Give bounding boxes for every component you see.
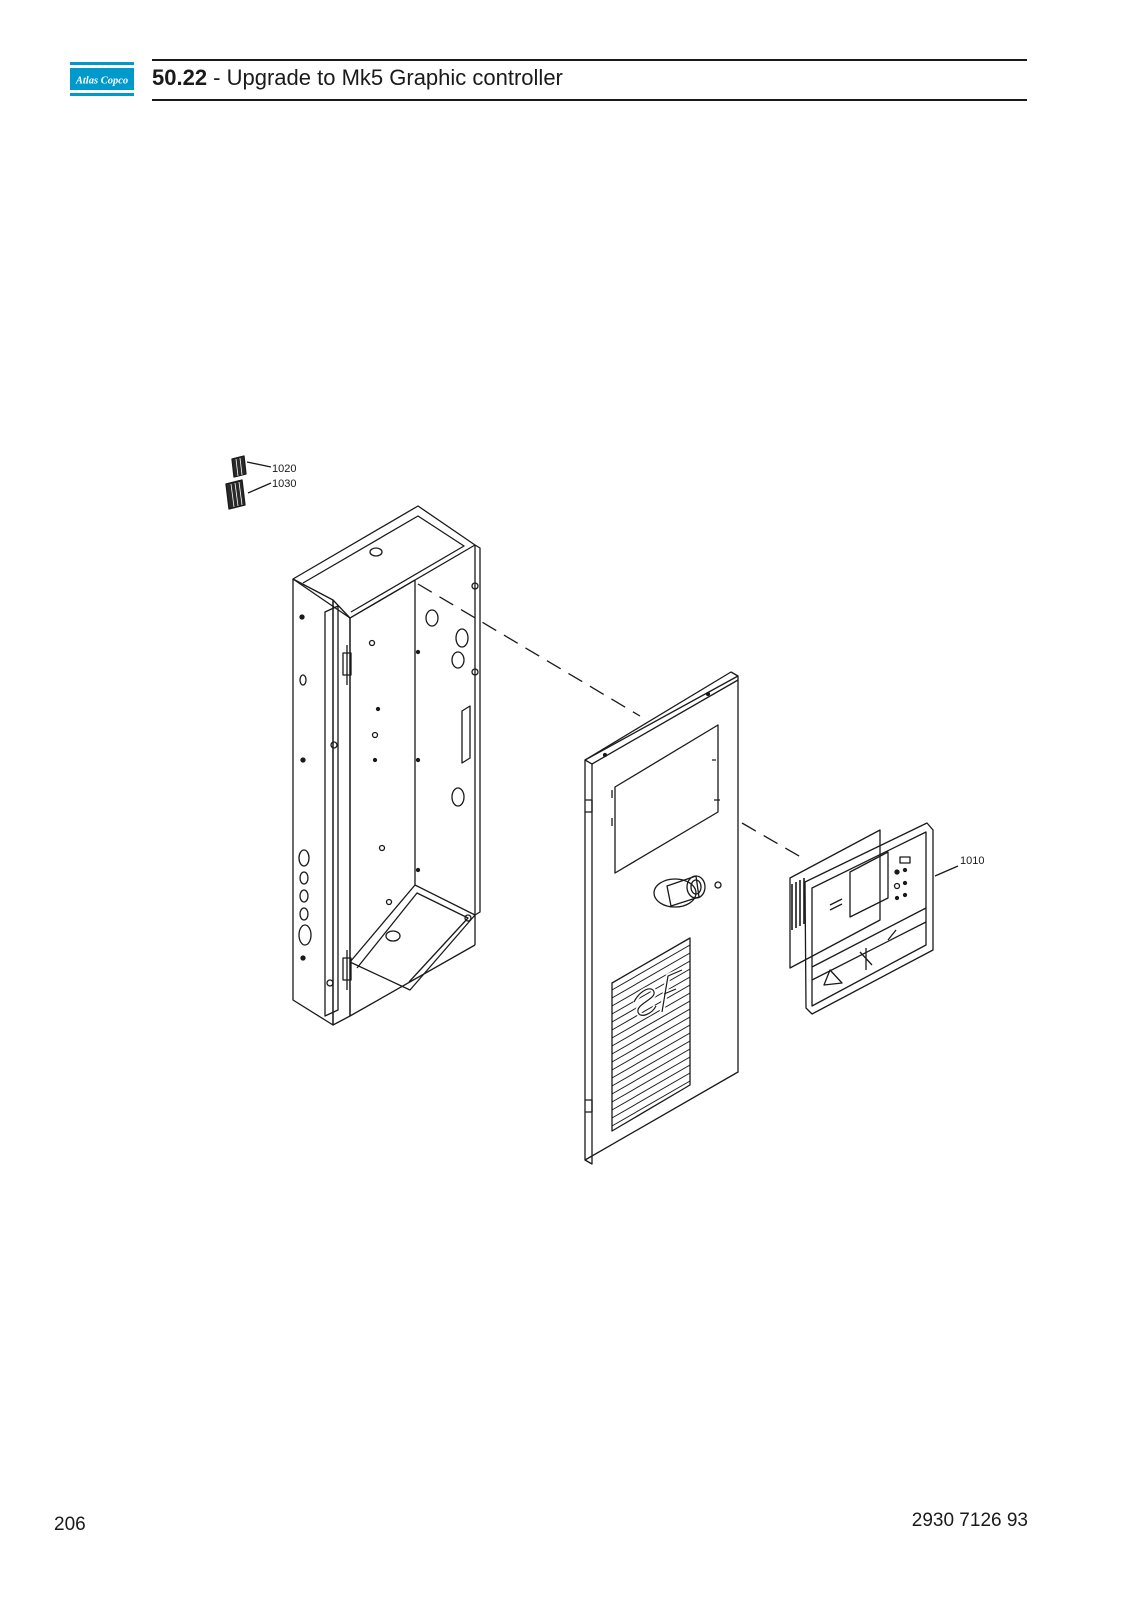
leader-1030 [247,482,272,494]
leader-1020 [246,461,272,468]
callout-1020: 1020 [272,463,296,475]
alignment-line-controller [741,822,807,861]
atlas-copco-logo: Atlas Copco [70,62,134,96]
callout-1010: 1010 [960,855,984,867]
connector-1030 [225,479,246,510]
cabinet-box [292,505,481,1026]
section-number: 50.22 [152,65,208,90]
door-panel [584,671,739,1165]
callout-1030: 1030 [272,478,296,490]
alignment-line-cabinet [417,583,641,717]
leader-1010 [934,865,959,877]
connector-1020 [231,455,247,478]
section-title: - Upgrade to Mk5 Graphic controller [207,65,563,90]
header-bottom-rule [152,99,1027,101]
page-number: 206 [54,1514,86,1535]
mk5-graphic-controller [789,822,934,1015]
page-title: 50.22 - Upgrade to Mk5 Graphic controlle… [152,65,563,91]
document-number: 2930 7126 93 [911,1510,1028,1531]
header-top-rule [152,59,1027,61]
logo-wordmark: Atlas Copco [75,76,128,87]
